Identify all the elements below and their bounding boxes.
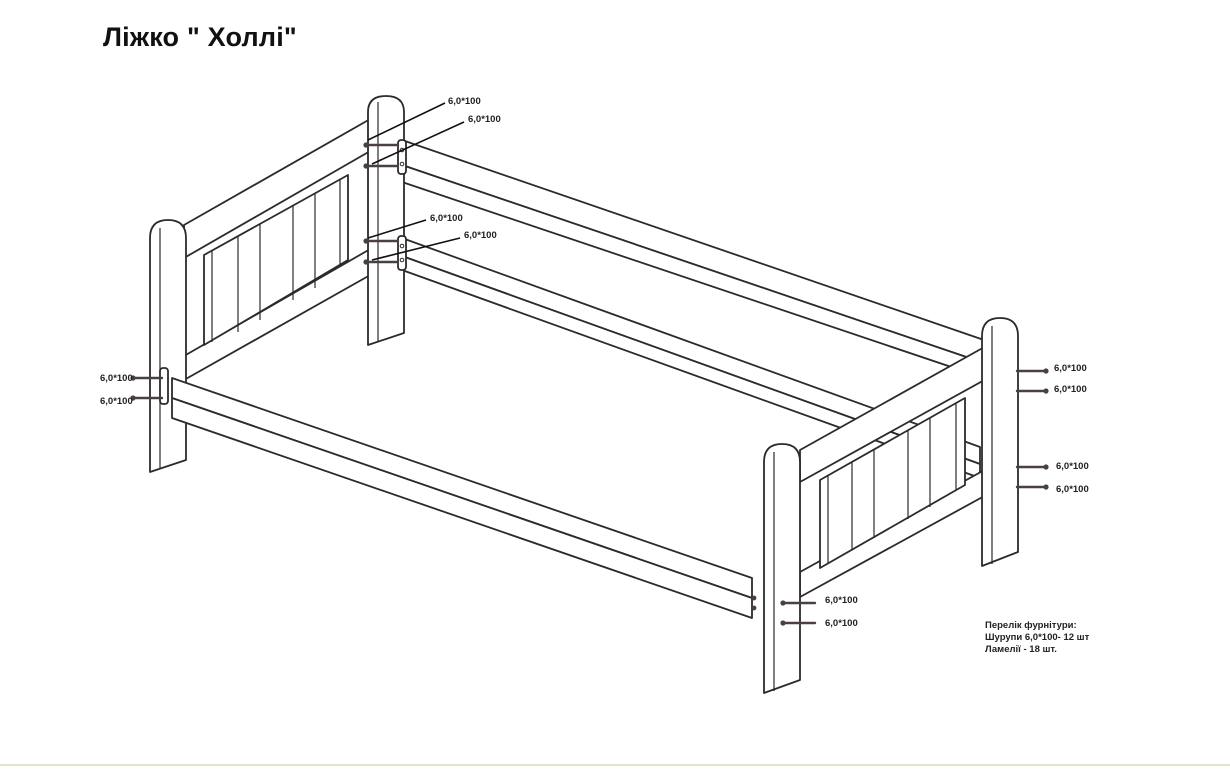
screw-headboard-top-lower: [363, 163, 400, 169]
callout-foot-right-2: 6,0*100: [1054, 384, 1087, 395]
hardware-list-slats: Ламелії - 18 шт.: [985, 644, 1057, 655]
callout-headboard-top-upper: 6,0*100: [448, 96, 481, 107]
footboard-front-post: [763, 443, 801, 694]
screw-foot-right-2: [1015, 388, 1049, 394]
front-side-rail: [159, 367, 753, 619]
screw-foot-right-3: [1015, 464, 1049, 470]
screw-foot-right-1: [1015, 368, 1049, 374]
footboard-frame: [799, 344, 989, 598]
screw-headboard-top-upper: [363, 142, 400, 148]
screw-left-post-lower: [130, 395, 164, 401]
diagram-title: Ліжко " Холлі": [103, 22, 297, 52]
callout-left-post-upper: 6,0*100: [100, 373, 133, 384]
callout-headboard-top-lower: 6,0*100: [468, 114, 501, 125]
screw-headboard-mid-lower: [363, 259, 400, 265]
callout-headboard-mid-lower: 6,0*100: [464, 230, 497, 241]
rail-end-dowel-lower: [751, 605, 757, 611]
callout-foot-front-upper: 6,0*100: [825, 595, 858, 606]
leader-lines: [367, 102, 465, 261]
hardware-list-screws: Шурупи 6,0*100- 12 шт: [985, 632, 1090, 643]
headboard-frame: [183, 117, 373, 381]
callout-left-post-lower: 6,0*100: [100, 396, 133, 407]
callout-foot-front-lower: 6,0*100: [825, 618, 858, 629]
callout-headboard-mid-upper: 6,0*100: [430, 213, 463, 224]
screws: [130, 142, 1049, 626]
screw-left-post-upper: [130, 375, 164, 381]
screw-headboard-mid-upper: [363, 238, 400, 244]
rail-end-dowel-upper: [751, 595, 757, 601]
hardware-list-heading: Перелік фурнітури:: [985, 620, 1077, 631]
hardware-list: Перелік фурнітури: Шурупи 6,0*100- 12 шт…: [985, 620, 1089, 656]
headboard-left-post: [149, 219, 187, 473]
screw-foot-front-upper: [780, 600, 817, 606]
footboard-back-post: [981, 317, 1019, 567]
callout-foot-right-1: 6,0*100: [1054, 363, 1087, 374]
bottom-edge-line: [0, 764, 1230, 766]
headboard-right-post: [367, 95, 407, 346]
screw-foot-front-lower: [780, 620, 817, 626]
callout-foot-right-3: 6,0*100: [1056, 461, 1089, 472]
callout-foot-right-4: 6,0*100: [1056, 484, 1089, 495]
screw-foot-right-4: [1015, 484, 1049, 490]
